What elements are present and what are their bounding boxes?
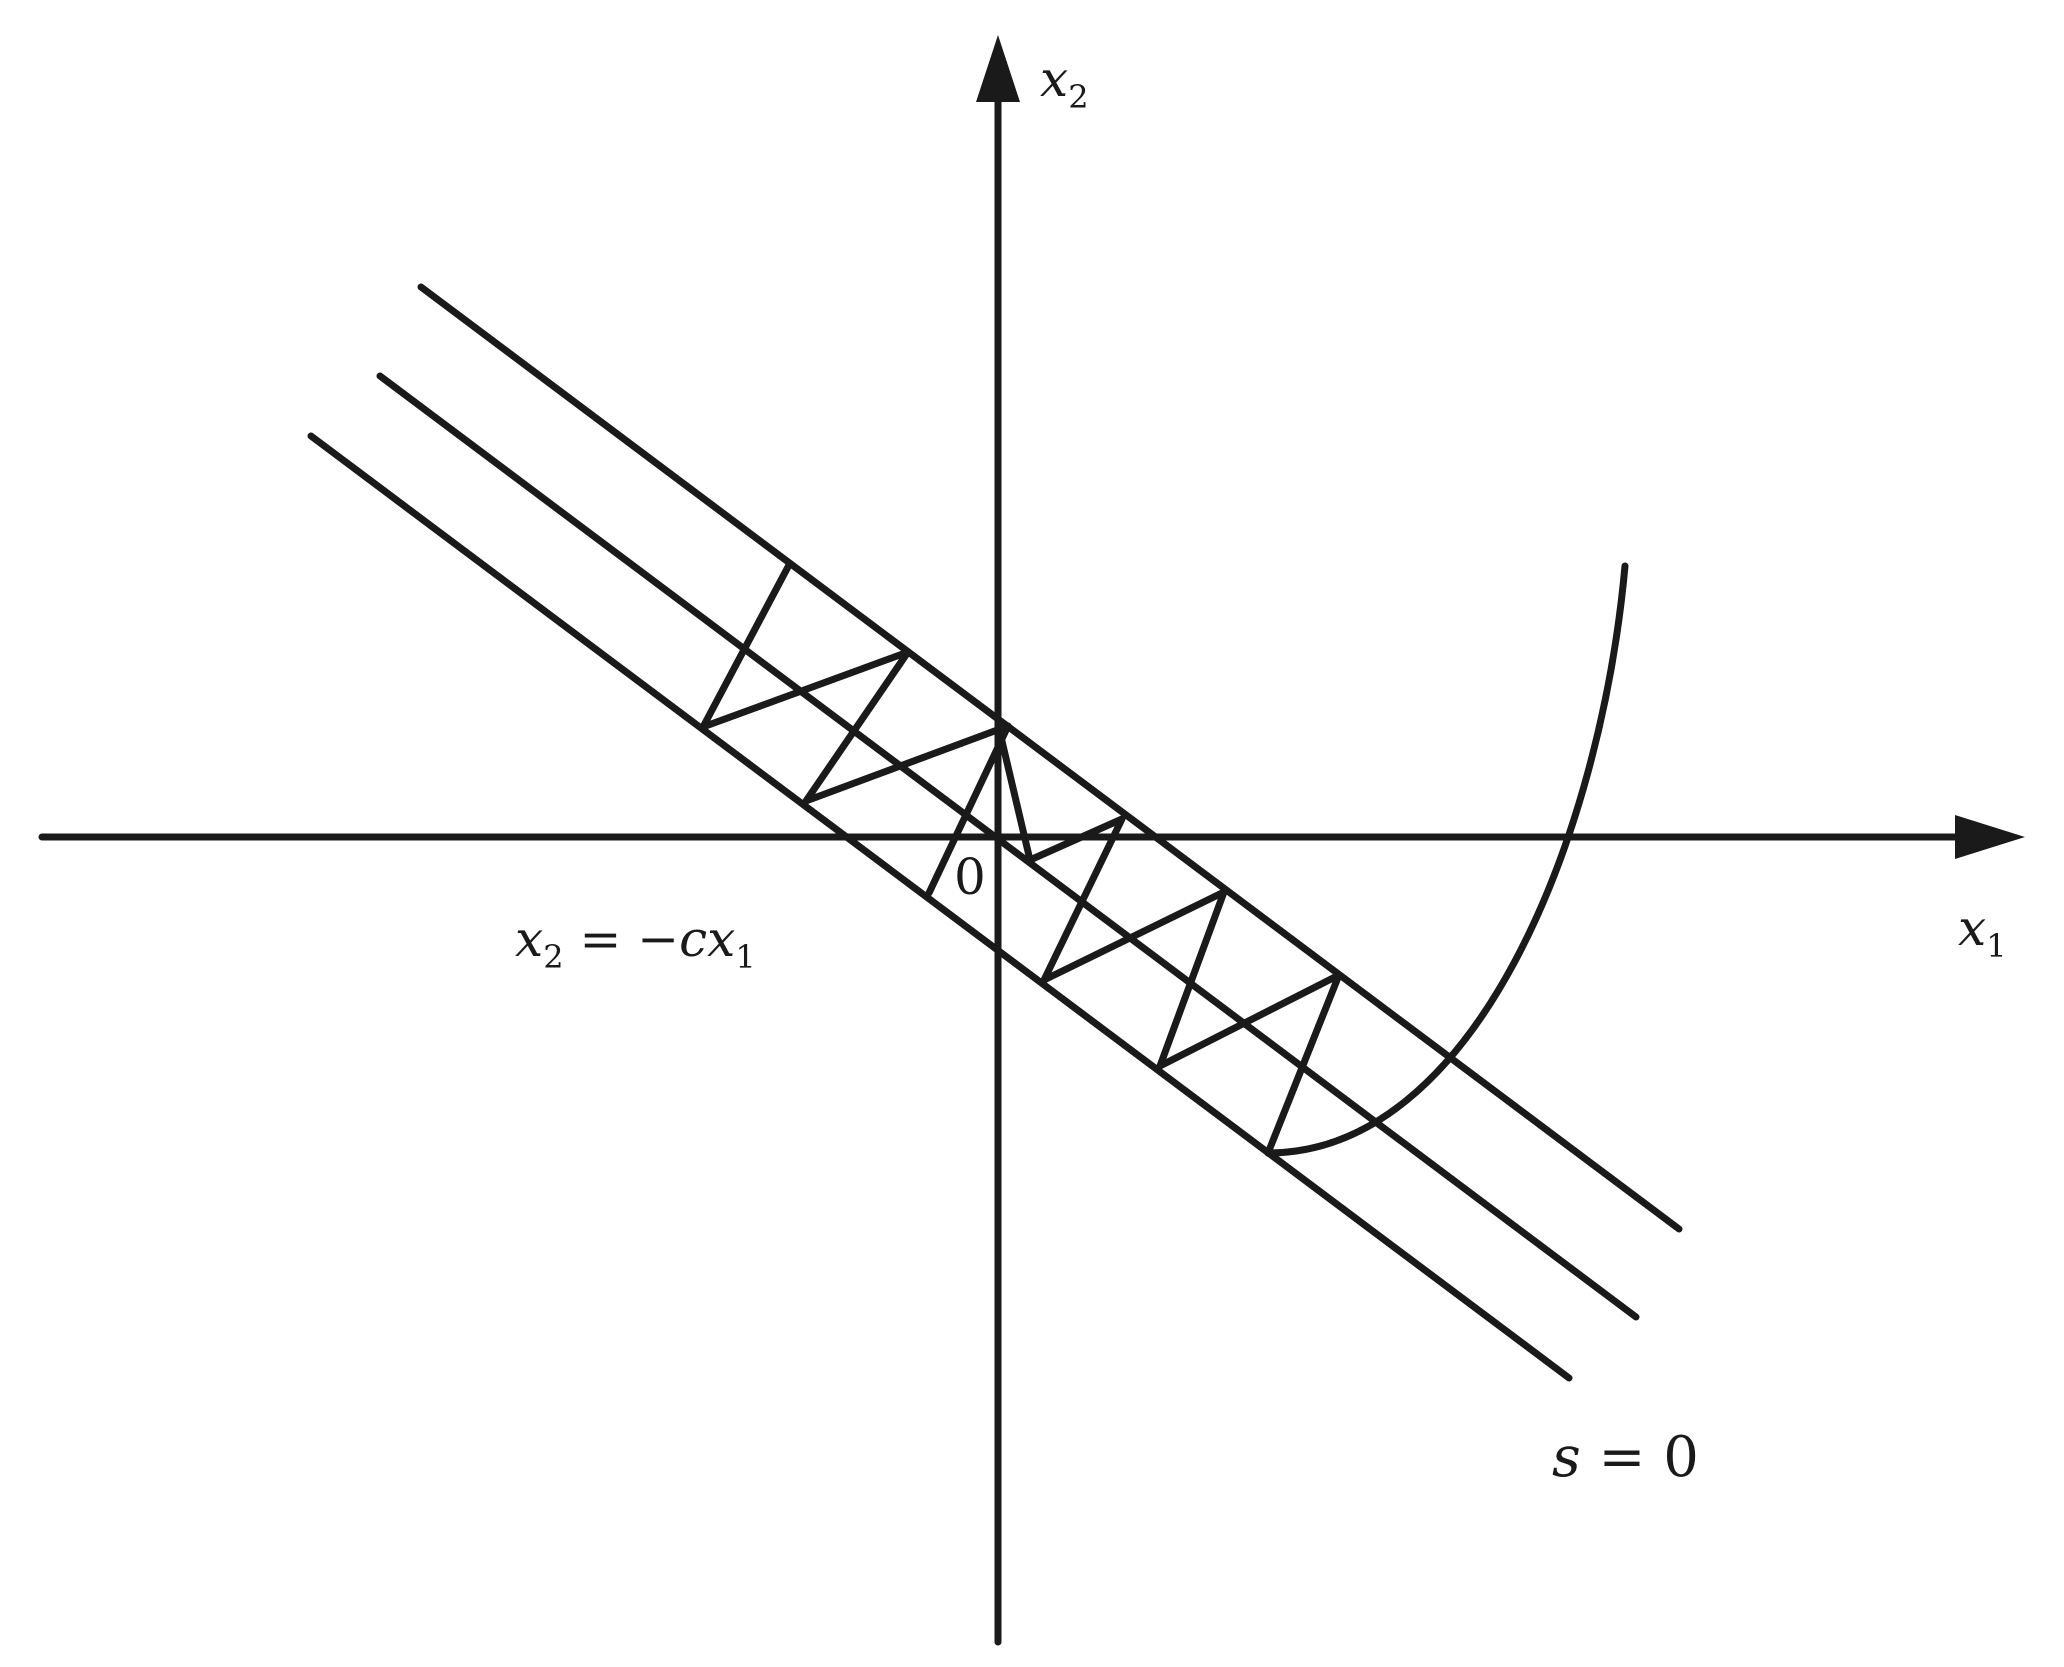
x1-axis-label-subscript: 1 <box>1986 927 2006 965</box>
chattering-path-right <box>997 722 1343 1157</box>
line-equation-label: x2 = −cx1 <box>515 910 756 976</box>
axes <box>38 35 2025 1646</box>
x2-axis-arrowhead <box>976 35 1020 102</box>
line-equation-lhs-base: x <box>515 910 543 968</box>
x1-axis-arrowhead <box>1955 815 2025 859</box>
band-upper-boundary-line <box>417 283 1683 1233</box>
line-equation-operator: = − <box>564 910 680 968</box>
sliding-surface-line <box>376 372 1640 1321</box>
x1-axis-label-base: x <box>1958 899 1986 957</box>
approach-trajectory-curve <box>1264 562 1629 1157</box>
line-equation-rhs-base: x <box>707 910 735 968</box>
zigzag-chattering-trajectory <box>699 561 1343 1157</box>
band-lower-boundary-line <box>307 432 1573 1382</box>
chattering-path-left <box>699 561 1012 897</box>
x2-axis-label-subscript: 2 <box>1068 78 1088 116</box>
x2-axis-label: x2 <box>1040 50 1089 116</box>
origin-label: 0 <box>954 848 986 906</box>
line-equation-coefficient: c <box>679 910 707 968</box>
sliding-surface-variable: s <box>1552 1425 1581 1490</box>
line-equation-lhs-subscript: 2 <box>543 938 563 976</box>
x1-axis-label: x1 <box>1958 899 2007 965</box>
diagram-labels: x2 x1 0 x2 = −cx1 s = 0 <box>515 50 2007 1490</box>
x2-axis-label-base: x <box>1040 50 1068 108</box>
sliding-surface-equals-zero: = 0 <box>1581 1425 1699 1490</box>
line-equation-rhs-subscript: 1 <box>735 938 755 976</box>
sliding-surface-equation-label: s = 0 <box>1552 1425 1699 1490</box>
sliding-band-lines <box>307 283 1683 1382</box>
